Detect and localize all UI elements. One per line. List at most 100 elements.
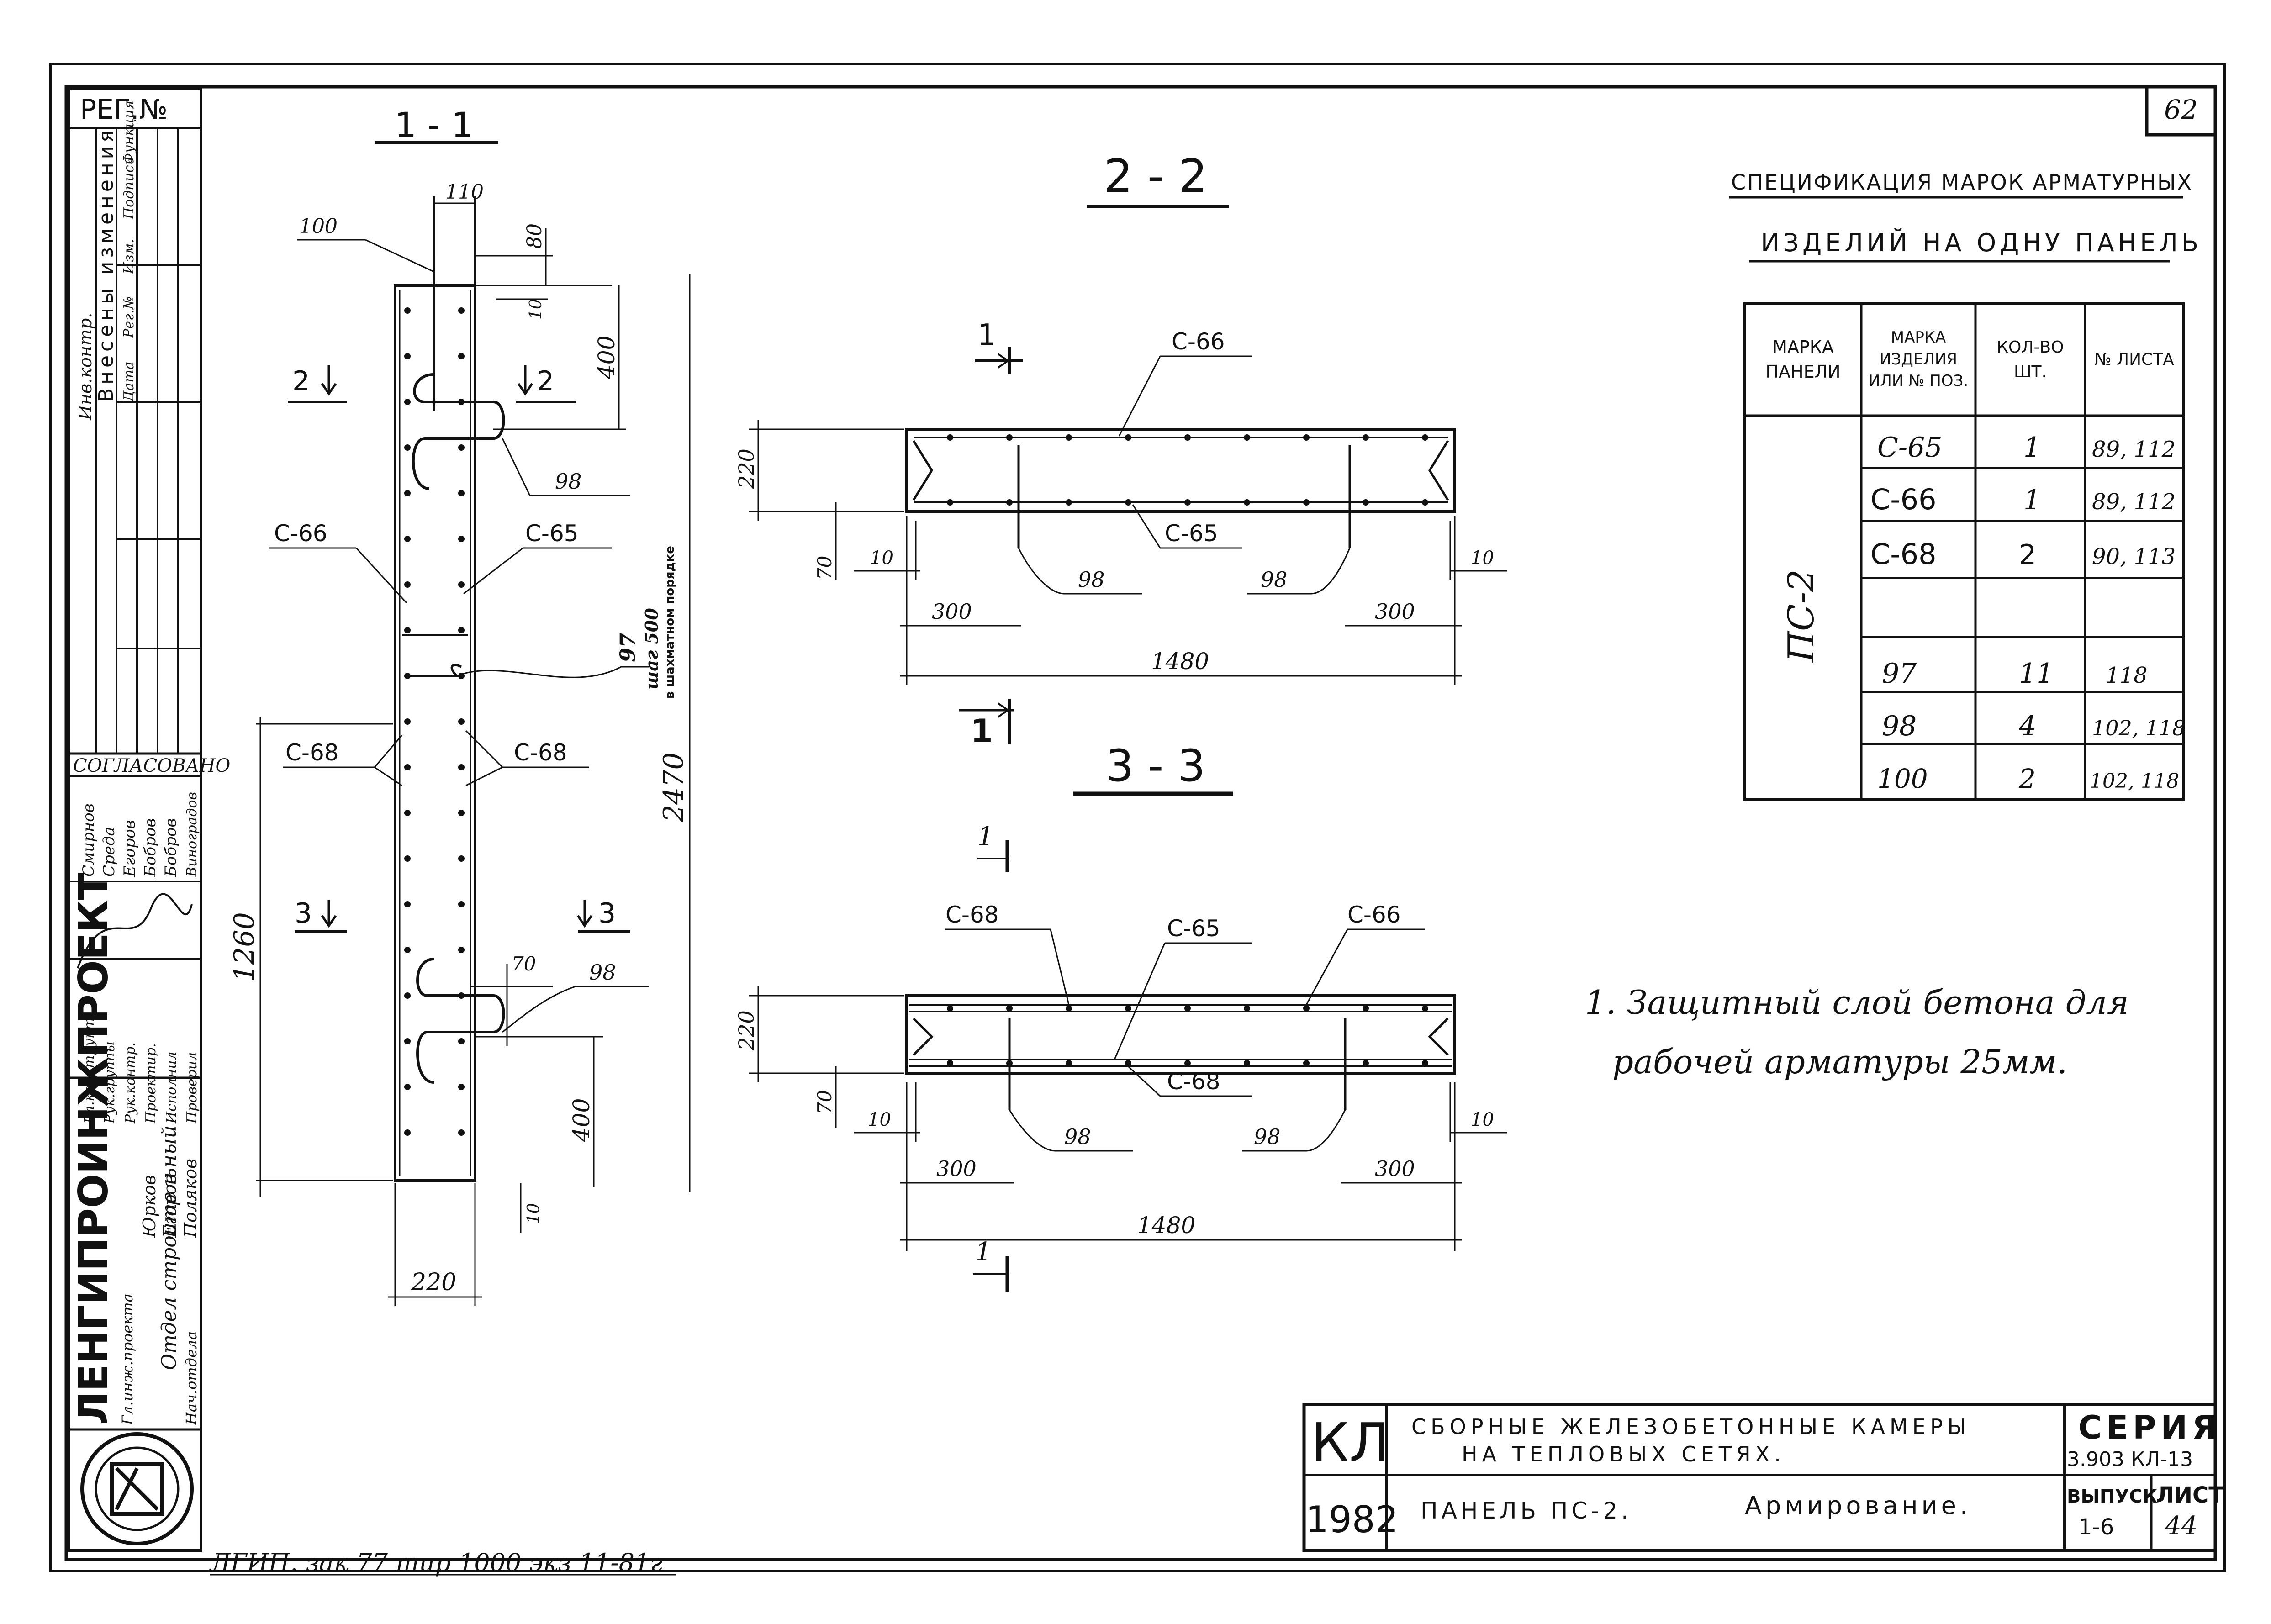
spec-row-5-qty: 11 (2019, 658, 2054, 690)
cut-2-right-label: 2 (537, 365, 554, 397)
role-3: Рук.контр. (122, 1042, 138, 1124)
changes-col-date: Дата (121, 361, 137, 403)
cut-1-top-label-3-3: 1 (977, 822, 994, 851)
role-1: Гл.конструкт. (81, 1013, 97, 1124)
print-footer: ЛГИП. зак 77 тир 1000 экз 11-81г (209, 1548, 663, 1577)
spec-header-panel: МАРКА ПАНЕЛИ (1765, 337, 1841, 382)
tb-sheet: 44 (2165, 1511, 2197, 1541)
dim-70-2-2: 70 (813, 556, 836, 580)
cut-3-right-arrow (576, 900, 593, 928)
role-4: Проектир. (143, 1043, 159, 1124)
role-2: Рук.группы (102, 1041, 118, 1124)
label-97: 97 (615, 633, 640, 662)
label-98-right-3-3: 98 (1254, 1124, 1281, 1149)
spec-header-sheet: № ЛИСТА (2094, 350, 2174, 369)
cut-2-left-arrow (321, 365, 337, 396)
dim-10-right-2-2: 10 (1471, 548, 1494, 569)
label-100: 100 (299, 215, 338, 238)
spec-row-3-item: С-68 (1870, 538, 1937, 571)
section-1-1: 1 - 1 (228, 105, 691, 1306)
spec-row-3-sheet: 90, 113 (2092, 544, 2176, 569)
tb-series-label: СЕРИЯ (2078, 1409, 2221, 1446)
org-name: ЛЕНГИПРОИНЖПРОЕКТ (70, 872, 117, 1425)
org-logo (80, 1432, 194, 1545)
tb-issue: 1-6 (2078, 1514, 2114, 1540)
spec-row-3-qty: 2 (2019, 539, 2036, 571)
panel-body-3-3 (905, 994, 1456, 1075)
label-step-500: шаг 500 (641, 608, 662, 690)
dim-220-3-3: 220 (734, 1010, 759, 1051)
changes-col-func: Функция (121, 100, 137, 164)
dim-10-left-3-3: 10 (868, 1109, 891, 1130)
agreed-label: СОГЛАСОВАНО (73, 755, 230, 776)
label-98-top: 98 (555, 469, 582, 494)
dim-300-left-2-2: 300 (932, 599, 972, 624)
spec-row-6-item: 98 (1882, 710, 1917, 742)
spec-row-2-sheet: 89, 112 (2092, 489, 2176, 515)
dim-80: 80 (523, 223, 546, 249)
reg-label: РЕГ.№ (80, 94, 168, 126)
staff-2: Нач.отдела (183, 1331, 200, 1425)
name-2: Егоров (160, 1174, 180, 1238)
dim-1480-2-2: 1480 (1151, 648, 1209, 675)
agreed-name-5: Бобров (162, 818, 180, 877)
note: 1. Защитный слой бетона для рабочей арма… (1585, 983, 2129, 1081)
spec-row-1-item: С-65 (1877, 432, 1943, 464)
spec-row-7-qty: 2 (2018, 763, 2036, 794)
label-c65-1-1: С-65 (525, 520, 579, 547)
label-c66-1-1: С-66 (274, 520, 327, 547)
signature-scribble-1 (77, 893, 193, 969)
changes-col-sign: Подпись (121, 158, 137, 220)
note-line-2: рабочей арматуры 25мм. (1612, 1043, 2067, 1081)
lifting-loop-top (412, 256, 505, 490)
tb-title-2: НА ТЕПЛОВЫХ СЕТЯХ. (1462, 1442, 1785, 1466)
dim-10-left-2-2: 10 (870, 548, 893, 569)
spec-row-6-qty: 4 (2018, 710, 2036, 742)
section-2-2-title: 2 - 2 (1104, 149, 1208, 203)
spec-row-1-qty: 1 (2023, 432, 2041, 464)
agreed-name-1: Смирнов (79, 803, 98, 877)
tb-subject: Армирование. (1745, 1491, 1971, 1520)
label-c65-2-2: С-65 (1165, 520, 1218, 547)
wall-outline-1-1 (394, 284, 476, 1182)
name-3: Поляков (180, 1159, 201, 1238)
cut-1-bottom-label-2-2: 1 (971, 712, 993, 750)
role-6: Проверил (184, 1052, 200, 1124)
label-c68-left: С-68 (285, 739, 339, 766)
section-2-2: 2 - 2 1 С-66 С-65 220 70 (734, 149, 1507, 750)
spec-panel-mark: ПС-2 (1781, 569, 1822, 663)
dim-1480-3-3: 1480 (1137, 1212, 1195, 1239)
panel-body-2-2 (905, 428, 1456, 513)
inventory-label: Инв.контр. (75, 313, 95, 421)
outer-frame (49, 63, 2226, 1572)
agreed-name-3: Егоров (121, 820, 139, 878)
spec-row-7-item: 100 (1877, 763, 1928, 794)
dim-110: 110 (445, 180, 484, 204)
agreed-name-6: Виноградов (184, 792, 200, 877)
rebar-dots-1-1 (404, 307, 465, 1136)
staff-1: Гл.инж.проекта (119, 1293, 136, 1425)
dim-1260: 1260 (228, 912, 260, 982)
spec-table: СПЕЦИФИКАЦИЯ МАРОК АРМАТУРНЫХ ИЗДЕЛИЙ НА… (1729, 170, 2202, 801)
spec-row-1-sheet: 89, 112 (2092, 437, 2176, 462)
spec-title-2: ИЗДЕЛИЙ НА ОДНУ ПАНЕЛЬ (1761, 228, 2202, 257)
label-c68-top-3-3: С-68 (945, 902, 999, 928)
dim-70: 70 (512, 953, 536, 975)
rebar-dots-2-2 (947, 434, 1428, 506)
name-1: Юрков (139, 1175, 159, 1238)
label-stagger: в шахматном порядке (663, 546, 677, 699)
rebar-dots-3-3 (947, 1005, 1428, 1066)
section-3-3-title: 3 - 3 (1106, 740, 1205, 791)
section-3-3: 3 - 3 1 С-68 С-65 С-66 С- (734, 740, 1507, 1292)
dim-400-bottom: 400 (568, 1098, 595, 1142)
spec-row-5-sheet: 118 (2106, 663, 2148, 688)
tb-code: КЛ (1311, 1411, 1390, 1474)
title-block: КЛ 1982 СБОРНЫЕ ЖЕЛЕЗОБЕТОННЫЕ КАМЕРЫ НА… (1302, 1403, 2223, 1552)
dim-10-right-3-3: 10 (1471, 1109, 1494, 1130)
staff-3: Отдел строительный (158, 1125, 181, 1370)
spec-title-1: СПЕЦИФИКАЦИЯ МАРОК АРМАТУРНЫХ (1731, 170, 2193, 195)
label-c65-3-3: С-65 (1167, 915, 1220, 942)
cut-3-left-label: 3 (295, 897, 312, 929)
label-c66-3-3: С-66 (1347, 902, 1401, 928)
cut-2-right-arrow (517, 365, 533, 396)
